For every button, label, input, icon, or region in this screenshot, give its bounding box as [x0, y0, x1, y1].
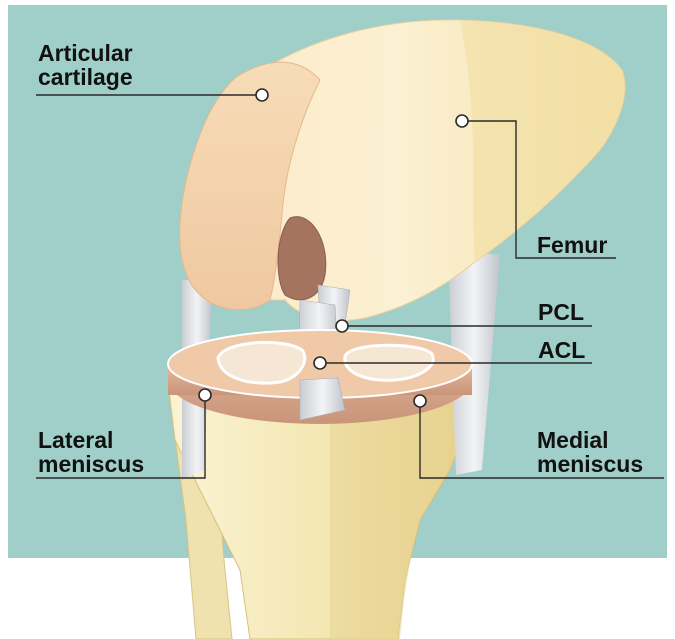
- label-femur: Femur: [537, 233, 607, 257]
- label-acl: ACL: [538, 338, 585, 362]
- label-lateral-meniscus: Lateral meniscus: [38, 428, 144, 476]
- label-articular-cartilage-line2: cartilage: [38, 65, 133, 89]
- label-medial-meniscus: Medial meniscus: [537, 428, 643, 476]
- marker-medial-meniscus: [414, 395, 426, 407]
- label-lateral-meniscus-line2: meniscus: [38, 452, 144, 476]
- label-lateral-meniscus-line1: Lateral: [38, 428, 144, 452]
- label-medial-meniscus-line1: Medial: [537, 428, 643, 452]
- label-medial-meniscus-line2: meniscus: [537, 452, 643, 476]
- marker-acl: [314, 357, 326, 369]
- label-pcl: PCL: [538, 300, 584, 324]
- label-articular-cartilage: Articular cartilage: [38, 41, 133, 89]
- label-articular-cartilage-line1: Articular: [38, 41, 133, 65]
- marker-femur: [456, 115, 468, 127]
- marker-lateral-meniscus: [199, 389, 211, 401]
- marker-pcl: [336, 320, 348, 332]
- marker-articular-cartilage: [256, 89, 268, 101]
- lateral-meniscus: [218, 342, 305, 383]
